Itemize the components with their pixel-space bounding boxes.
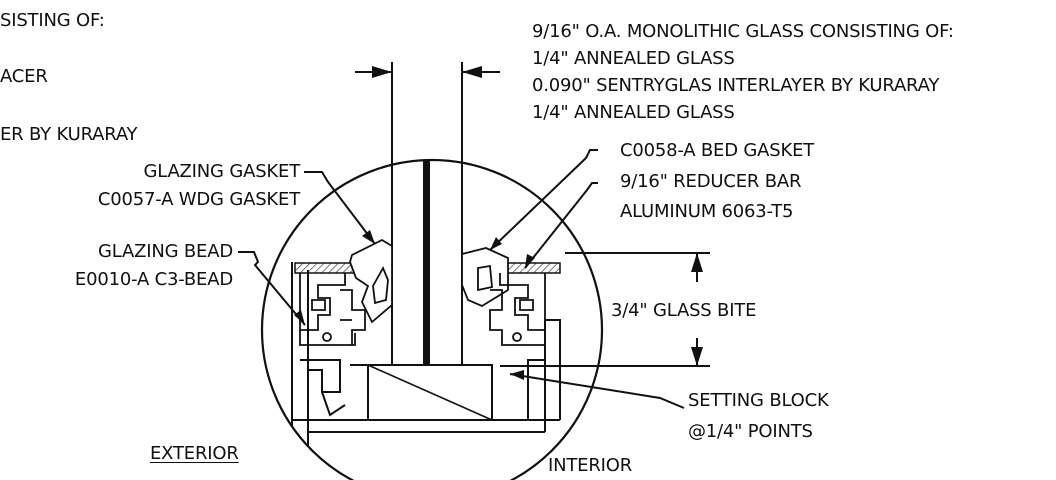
left-callout-line-2: ACER [0,66,48,87]
glass-note-line-1: 9/16" O.A. MONOLITHIC GLASS CONSISTING O… [532,21,954,42]
exterior-label: EXTERIOR [150,443,239,464]
leader-lines [238,149,685,409]
glazing-bead-label: GLAZING BEAD [98,241,233,262]
glass-note-line-4: 1/4" ANNEALED GLASS [532,102,735,123]
bed-gasket-label: C0058-A BED GASKET [620,140,815,161]
aluminum-label: ALUMINUM 6063-T5 [620,201,794,222]
glass-note: 9/16" O.A. MONOLITHIC GLASS CONSISTING O… [532,21,954,124]
interlayer [423,160,430,365]
setting-block-label: SETTING BLOCK [688,390,829,411]
glass-note-line-3: 0.090" SENTRYGLAS INTERLAYER BY KURARAY [532,75,940,96]
wdg-gasket-label: C0057-A WDG GASKET [97,189,300,210]
mullion-section [291,160,561,480]
setting-points-label: @1/4" POINTS [688,421,813,442]
glass-note-line-2: 1/4" ANNEALED GLASS [532,48,735,69]
detail-circle [260,158,604,480]
c3-bead-label: E0010-A C3-BEAD [74,269,233,290]
left-callout-line-3: ER BY KURARAY [0,124,138,145]
left-callout-line-1: SISTING OF: [0,10,105,31]
glass-bite-label: 3/4" GLASS BITE [611,300,757,321]
reducer-bar-label: 9/16" REDUCER BAR [620,171,802,192]
glazing-gasket-label: GLAZING GASKET [143,161,300,182]
glass-thickness-dimension [355,62,500,165]
interior-label: INTERIOR [548,455,633,476]
